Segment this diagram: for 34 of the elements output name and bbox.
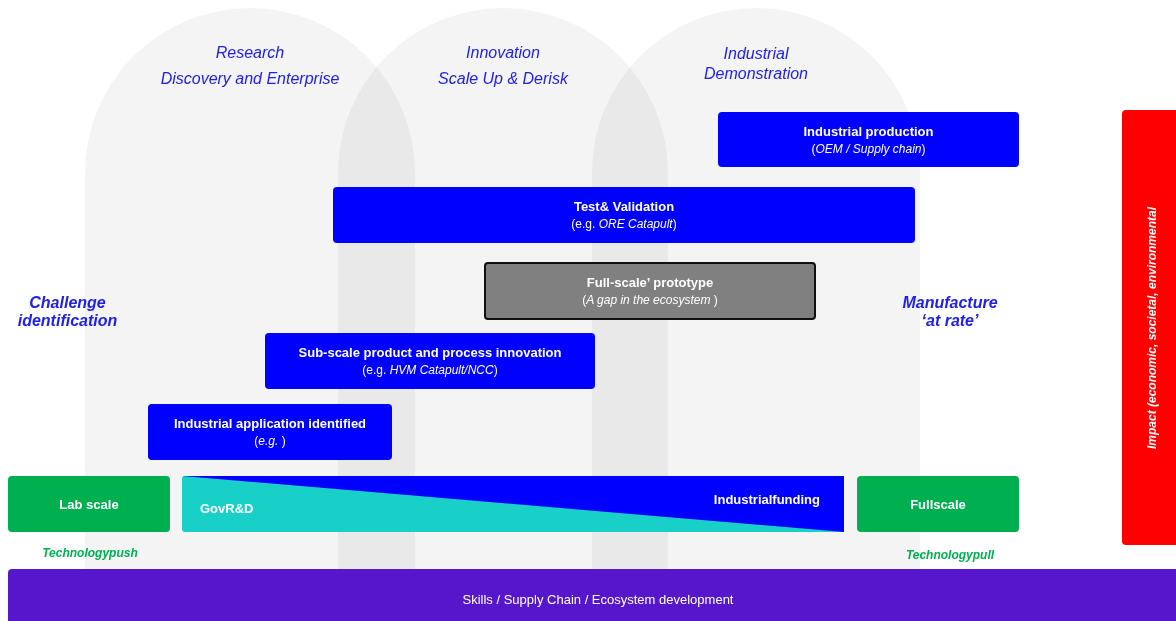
stage-heading: Scale Up & Derisk [437, 70, 570, 88]
box-title: Industrial production [803, 123, 934, 139]
stage-box [718, 112, 1019, 167]
stage-box [265, 333, 595, 389]
stage-heading: Research [214, 44, 286, 62]
box-subtitle: (e.g. ORE Catapult) [571, 217, 677, 231]
funding-label: GovR&D [200, 501, 254, 516]
impact-text: Impact (economic, societal, environmental [1145, 206, 1159, 449]
box-subtitle: (A gap in the ecosystem ) [582, 293, 718, 307]
funding-label: Industrialfunding [713, 492, 820, 507]
box-title: Lab scale [59, 496, 119, 512]
band-text: Skills / Supply Chain / Ecosystem development [462, 591, 734, 607]
funding-bar [182, 476, 844, 532]
stage-box [484, 262, 816, 320]
side-label: Manufacture ‘at rate’ [901, 294, 999, 330]
scale-box [8, 476, 170, 532]
box-title: Full-scale’ prototype [586, 275, 714, 290]
stage-box [333, 187, 915, 243]
stage-heading: Innovation [465, 44, 541, 62]
box-title: Test& Validation [573, 199, 675, 214]
box-subtitle: (e.g. ) [254, 434, 286, 448]
box-title: Sub-scale product and process innovation [298, 345, 562, 360]
impact-bar [1122, 110, 1176, 545]
note-text: Technologypush [41, 546, 139, 560]
box-title: Industrial application identified [173, 416, 367, 431]
stage-heading: Industrial Demonstration [702, 44, 809, 84]
box-title: Fullscale [910, 496, 966, 512]
stage-heading: Discovery and Enterprise [159, 70, 341, 88]
box-subtitle: (e.g. HVM Catapult/NCC) [362, 363, 498, 377]
box-subtitle: (OEM / Supply chain) [811, 141, 926, 156]
note-text: Technologypull [904, 548, 996, 562]
foundation-band [8, 569, 1176, 621]
side-label: Challenge identification [16, 294, 119, 330]
scale-box [857, 476, 1019, 532]
